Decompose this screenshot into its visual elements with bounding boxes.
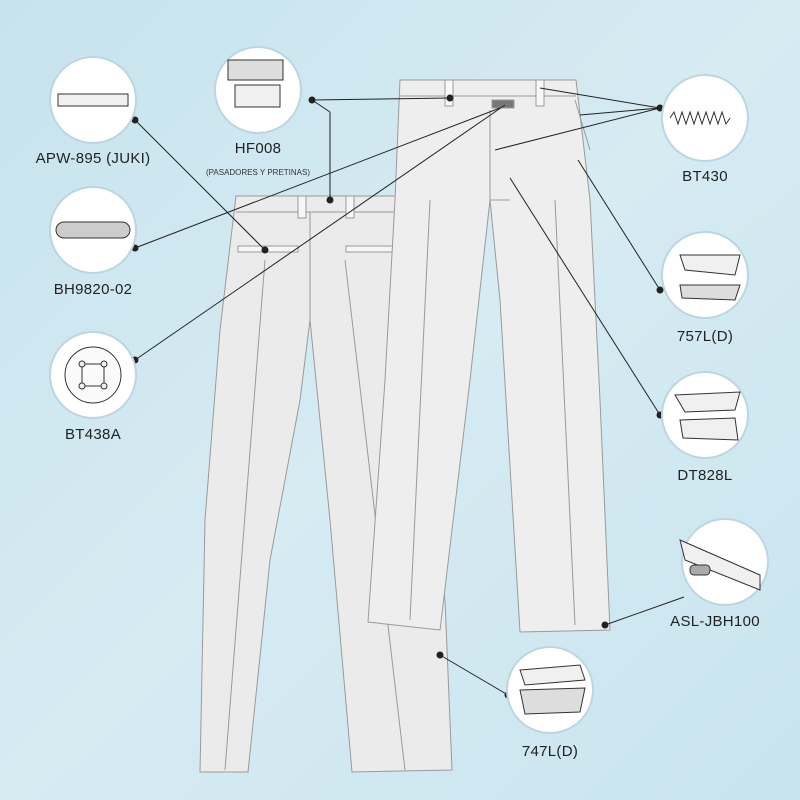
callout-label-hf008: HF008 [234,140,282,157]
felled-seam-icon [519,664,586,715]
belt-loop-folder-icon [227,59,284,108]
callout-label-757l: 757L(D) [676,328,734,345]
callout-sublabel-hf008: (PASADORES Y PRETINAS) [205,168,311,177]
binding-strip-icon [57,93,129,107]
callout-label-bt430: BT430 [682,168,728,185]
callout-label-apw: APW-895 (JUKI) [35,150,151,167]
hem-folder-icon [679,254,741,301]
leader-lines [131,87,685,699]
callout-label-747l: 747L(D) [521,743,579,760]
bt430-circle [661,74,749,162]
dt828l-circle [661,371,749,459]
front-trousers [367,79,611,633]
callout-label-bt438a: BT438A [65,426,121,443]
button-icon [64,346,122,404]
blind-hem-icon [679,539,761,591]
double-fold-icon [674,391,741,441]
buttonhole-icon [55,221,131,239]
callout-label-bh: BH9820-02 [53,281,133,298]
callout-label-dt828l: DT828L [677,467,733,484]
bartack-icon [669,110,731,126]
callout-label-asl: ASL-JBH100 [670,613,760,630]
